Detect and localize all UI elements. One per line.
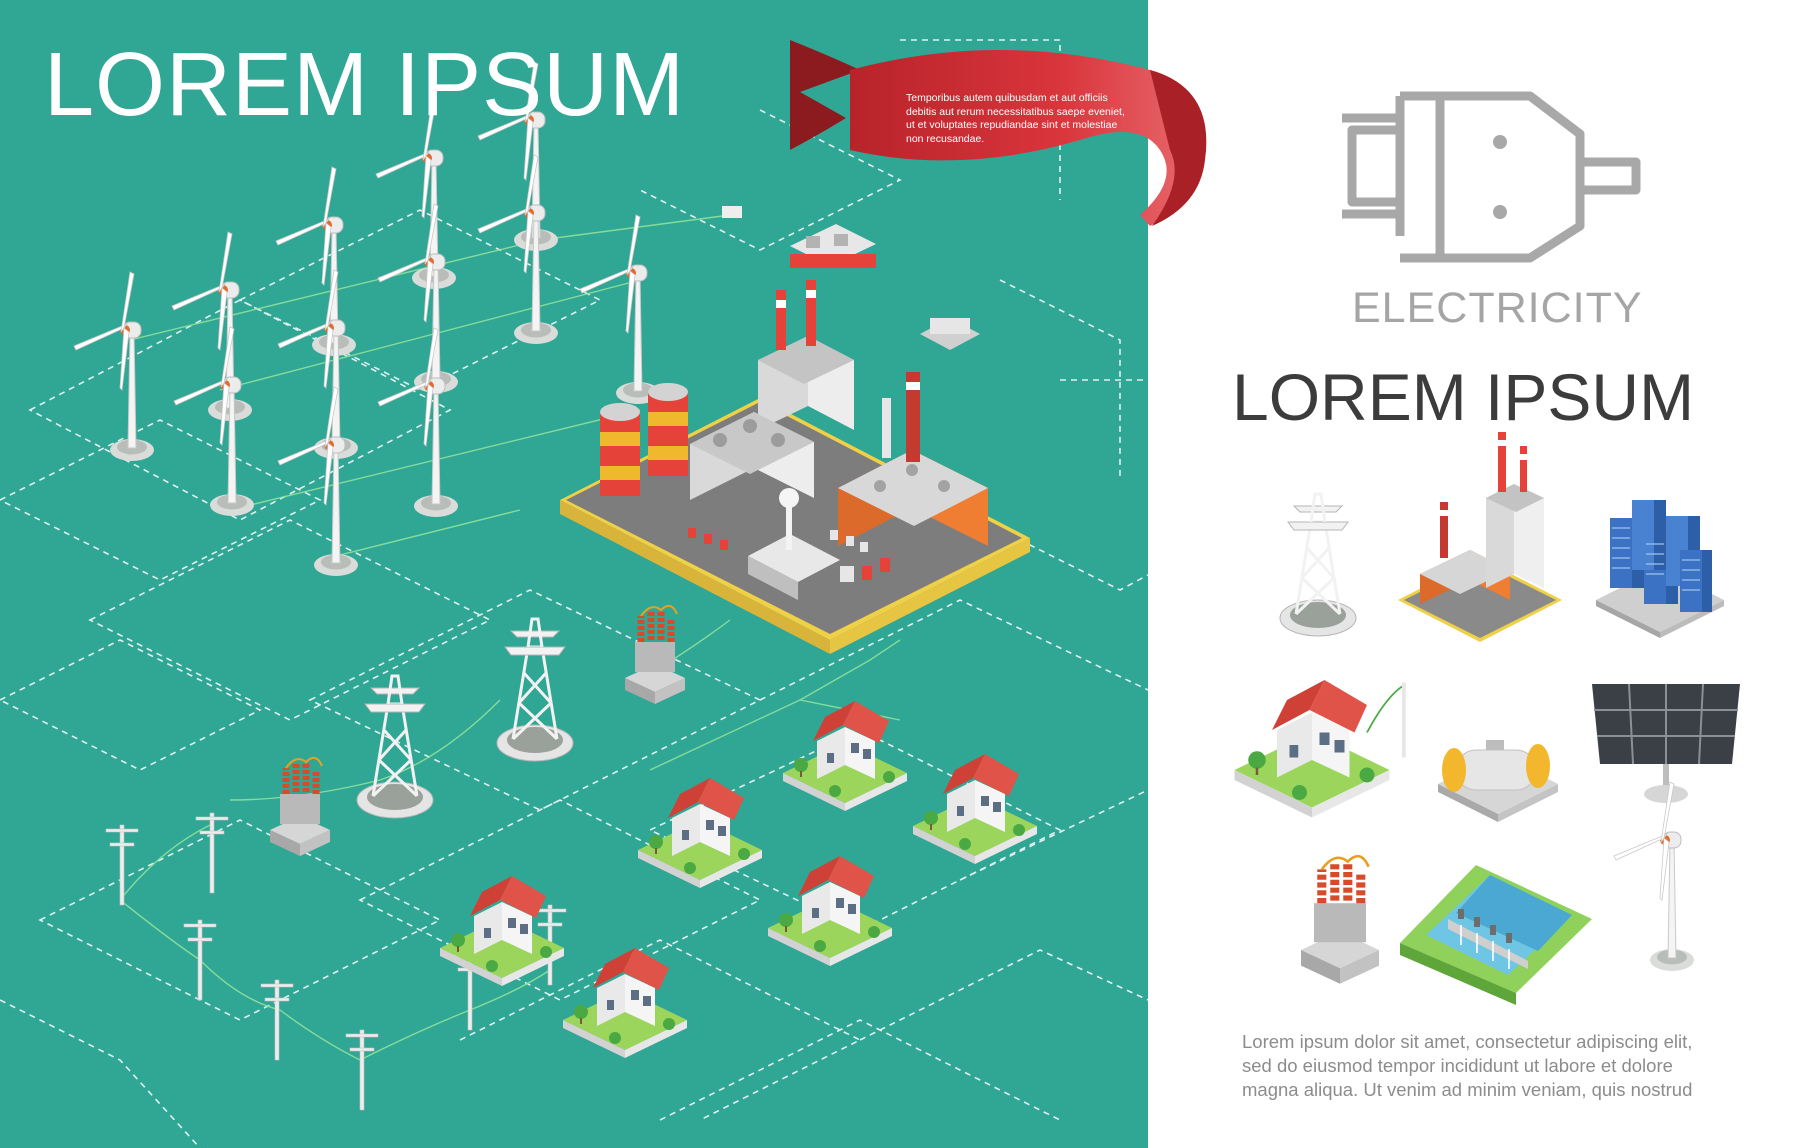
body-line: sed do eiusmod tempor incididunt ut labo… xyxy=(1242,1055,1673,1076)
body-line: magna aliqua. Ut venim ad minim veniam, … xyxy=(1242,1079,1693,1100)
wind-turbine-icon xyxy=(1613,781,1695,972)
hydro-dam-icon xyxy=(1400,865,1592,1005)
data-center-icon xyxy=(1596,500,1724,638)
transformer-icon xyxy=(1301,856,1379,984)
solar-panel-icon xyxy=(1592,683,1740,803)
isometric-energy-scene xyxy=(0,39,1148,1148)
electricity-label: ELECTRICITY xyxy=(1352,284,1643,332)
ribbon-line: debitis aut rerum necessitatibus saepe e… xyxy=(906,105,1125,118)
ribbon-line: ut et voluptates repudiandae sint et mol… xyxy=(906,119,1118,131)
body-text: Lorem ipsum dolor sit amet, consectetur … xyxy=(1242,1030,1762,1102)
ribbon-text: Temporibus autem quibusdam et aut offici… xyxy=(906,92,1146,146)
transmission-tower-icon xyxy=(1278,492,1358,638)
ribbon-line: non recusandae. xyxy=(906,132,985,145)
body-line: Lorem ipsum dolor sit amet, consectetur … xyxy=(1242,1031,1693,1052)
right-title: LOREM IPSUM xyxy=(1232,360,1695,434)
house-icon xyxy=(1234,680,1406,818)
gas-tank-icon xyxy=(1438,740,1558,822)
main-title: LOREM IPSUM xyxy=(44,35,686,135)
ribbon-line: Temporibus autem quibusdam et aut offici… xyxy=(906,92,1108,104)
power-plant-icon xyxy=(1398,432,1562,642)
power-plant xyxy=(560,280,1030,654)
